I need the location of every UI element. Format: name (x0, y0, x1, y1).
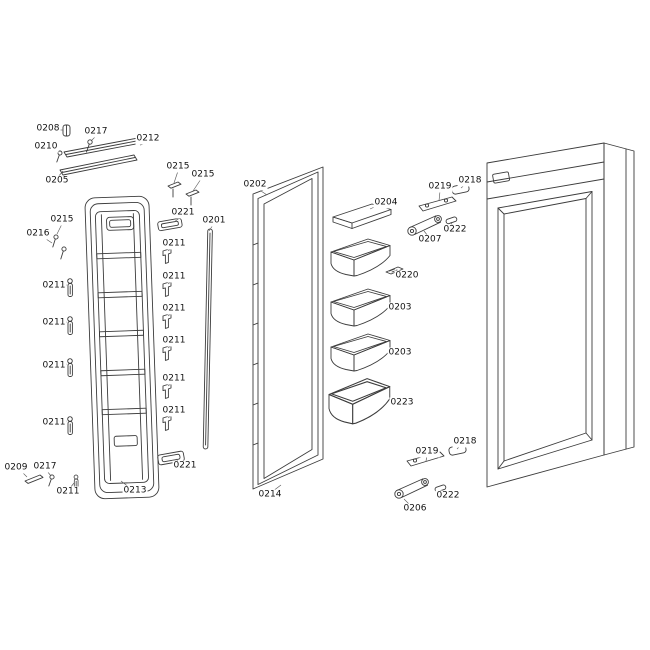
refrigerator-cabinet (486, 142, 635, 488)
hinge-pins-left (67, 278, 73, 435)
part-label-0214: 0214 (257, 489, 283, 501)
fasteners-left (52, 234, 67, 260)
mounting-bracket-0219-top (418, 196, 457, 212)
inner-door-panel (252, 166, 324, 490)
part-label-0223: 0223 (389, 397, 415, 409)
part-label-0217: 0217 (32, 461, 58, 473)
part-label-0211: 0211 (41, 417, 67, 429)
part-label-0211: 0211 (161, 271, 187, 283)
door-bin-3 (330, 333, 391, 372)
part-label-0213: 0213 (122, 485, 148, 497)
door-top-trim-strips (59, 137, 142, 176)
part-label-0201: 0201 (201, 215, 227, 227)
part-label-0208: 0208 (35, 123, 61, 135)
fridge-door (84, 195, 160, 500)
part-label-0209: 0209 (3, 462, 29, 474)
bin-lid-0204 (332, 203, 392, 229)
fasteners-top-left (56, 124, 93, 163)
bracket-plate-0221-top (157, 217, 183, 232)
door-bin-1 (330, 238, 391, 277)
part-label-0216: 0216 (25, 228, 51, 240)
part-label-0222: 0222 (442, 224, 468, 236)
part-label-0211: 0211 (41, 317, 67, 329)
support-rod-0201 (202, 228, 213, 450)
part-label-0220: 0220 (394, 270, 420, 282)
small-bracket-0220 (385, 266, 404, 275)
hinge-pin-0222-top (445, 216, 458, 225)
part-label-0203: 0203 (387, 347, 413, 359)
brackets-0215 (167, 181, 200, 206)
part-label-0211: 0211 (161, 303, 187, 315)
part-label-0206: 0206 (402, 503, 428, 515)
part-label-0202: 0202 (242, 179, 268, 191)
hinge-arm-0207 (407, 215, 442, 236)
part-label-0211: 0211 (55, 486, 81, 498)
part-label-0215: 0215 (190, 169, 216, 181)
door-bin-2 (330, 288, 391, 327)
part-label-0218: 0218 (457, 175, 483, 187)
part-label-0204: 0204 (373, 197, 399, 209)
part-label-0221: 0221 (170, 207, 196, 219)
hinge-arm-0206 (394, 478, 429, 499)
part-label-0210: 0210 (33, 141, 59, 153)
door-shelf-rails (96, 251, 147, 416)
part-label-0205: 0205 (44, 175, 70, 187)
parts-bottom-left (24, 474, 79, 491)
part-label-0219: 0219 (427, 181, 453, 193)
part-label-0211: 0211 (161, 373, 187, 385)
part-label-0211: 0211 (161, 405, 187, 417)
part-label-0211: 0211 (41, 280, 67, 292)
part-label-0219: 0219 (414, 446, 440, 458)
part-label-0203: 0203 (387, 302, 413, 314)
part-label-0218: 0218 (452, 436, 478, 448)
part-label-0207: 0207 (417, 234, 443, 246)
door-bin-4 (328, 378, 391, 425)
part-label-0215: 0215 (49, 214, 75, 226)
part-label-0221: 0221 (172, 460, 198, 472)
part-label-0211: 0211 (41, 360, 67, 372)
part-label-0222: 0222 (435, 490, 461, 502)
cabinet-hinge-plate (492, 171, 510, 184)
part-label-0215: 0215 (165, 161, 191, 173)
part-label-0217: 0217 (83, 126, 109, 138)
bracket-plate-0221-bottom (157, 450, 185, 466)
part-label-0212: 0212 (135, 133, 161, 145)
part-label-0211: 0211 (161, 238, 187, 250)
part-label-0211: 0211 (161, 335, 187, 347)
